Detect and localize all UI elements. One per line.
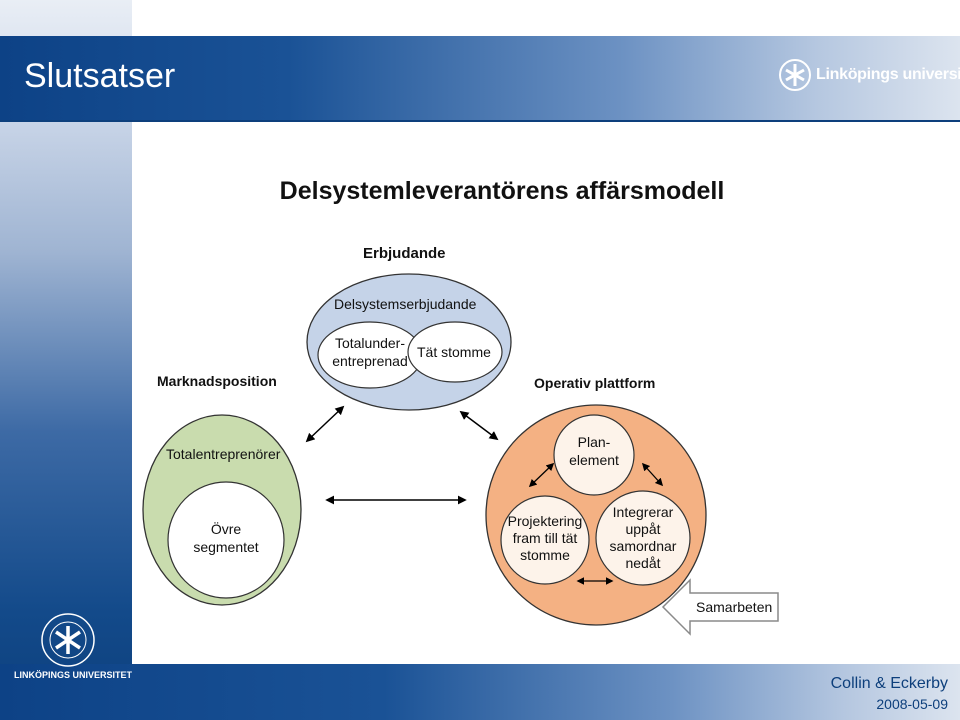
offering-inner-label: Delsystemserbjudande bbox=[334, 296, 477, 312]
market-inner-circle bbox=[167, 481, 285, 599]
slide-title: Slutsatser bbox=[24, 57, 176, 95]
plan-projektering-arrow bbox=[528, 462, 555, 488]
offering-right-text: Tät stomme bbox=[417, 344, 491, 360]
platform-left-circle bbox=[500, 495, 590, 585]
platform-top-text: Plan- element bbox=[569, 434, 619, 468]
offering-left-text: Totalunder- entreprenad bbox=[332, 335, 408, 369]
market-inner-text: Övre segmentet bbox=[193, 521, 259, 555]
university-seal-icon bbox=[41, 613, 95, 667]
sidebar-logo-text: LINKÖPINGS UNIVERSITET bbox=[14, 670, 133, 680]
footer-date: 2008-05-09 bbox=[876, 696, 948, 712]
platform-top-circle bbox=[553, 414, 635, 496]
footer-author: Collin & Eckerby bbox=[830, 675, 948, 692]
cooperation-label: Samarbeten bbox=[696, 599, 773, 615]
offering-market-arrow bbox=[305, 405, 345, 443]
title-bar-rule bbox=[0, 120, 960, 122]
platform-right-circle bbox=[595, 490, 691, 586]
footer-band bbox=[0, 664, 960, 720]
university-logo: Linköpings universitet bbox=[778, 58, 960, 92]
university-emblem-icon bbox=[779, 59, 811, 91]
cooperation-arrow-shape bbox=[661, 578, 779, 636]
sidebar-logo bbox=[18, 612, 118, 673]
plan-integrerar-arrow bbox=[641, 462, 664, 487]
platform-label: Operativ plattform bbox=[534, 375, 656, 391]
platform-right-text: Integrerar uppåt samordnar nedåt bbox=[609, 504, 677, 571]
university-logo-text: Linköpings universitet bbox=[816, 66, 960, 83]
market-inner-label: Totalentreprenörer bbox=[166, 446, 281, 462]
diagram-title: Delsystemleverantörens affärsmodell bbox=[279, 177, 725, 205]
offering-label: Erbjudande bbox=[363, 245, 446, 262]
platform-left-text: Projektering fram till tät stomme bbox=[507, 513, 583, 563]
offering-platform-arrow bbox=[459, 410, 499, 441]
market-label: Marknadsposition bbox=[157, 373, 277, 389]
offering-right-circle bbox=[407, 321, 503, 383]
